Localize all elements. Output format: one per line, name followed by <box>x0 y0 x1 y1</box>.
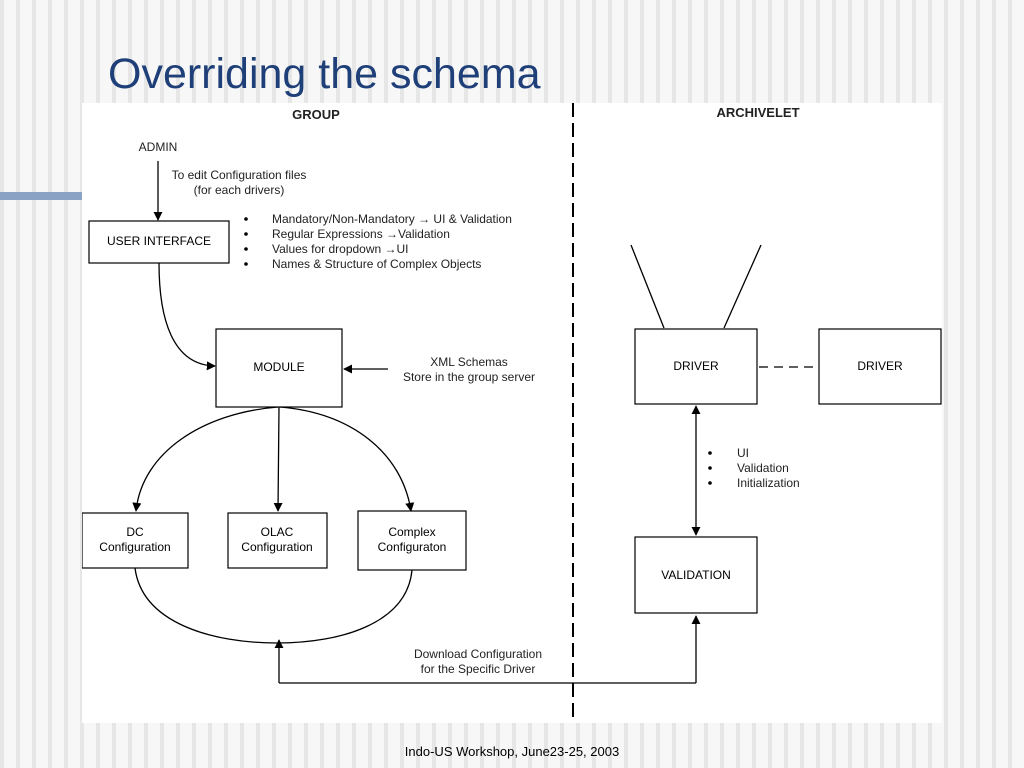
user-interface-label: USER INTERFACE <box>107 234 211 248</box>
olac-config-box <box>227 512 328 569</box>
complex-config-line2: Configuraton <box>378 540 447 554</box>
olac-config-line1: OLAC <box>261 525 294 539</box>
architecture-diagram: GROUP ARCHIVELET ADMIN To edit Configura… <box>82 103 942 723</box>
driver2-label: DRIVER <box>857 359 903 373</box>
ui-to-module-arrow <box>158 262 216 371</box>
download-note-line2: for the Specific Driver <box>421 662 536 676</box>
user-interface-box <box>88 220 230 264</box>
group-header: GROUP <box>292 107 340 122</box>
complex-config-line1: Complex <box>388 525 435 539</box>
ui-bullet-list: Mandatory/Non-Mandatory → UI & Validatio… <box>244 212 512 271</box>
driver-antenna-right <box>723 244 762 329</box>
accent-bar <box>0 192 84 200</box>
driver-label: DRIVER <box>673 359 719 373</box>
driver-bullet-2: Validation <box>737 461 789 475</box>
module-label: MODULE <box>253 360 304 374</box>
bullet-dot <box>708 451 712 455</box>
driver-antenna-left <box>630 244 665 329</box>
bullet-dot <box>244 247 248 251</box>
module-to-complex-arrow <box>279 406 415 512</box>
xml-note-line2: Store in the group server <box>403 370 535 384</box>
validation-label: VALIDATION <box>661 568 731 582</box>
diagram-canvas: GROUP ARCHIVELET ADMIN To edit Configura… <box>82 103 942 723</box>
complex-config-box <box>357 510 467 571</box>
driver2-box <box>818 328 942 405</box>
bullet-dot <box>708 481 712 485</box>
bullet-dot <box>244 217 248 221</box>
driver-bullet-1: UI <box>737 446 749 460</box>
driver-box <box>634 328 758 405</box>
ui-bullet-4: Names & Structure of Complex Objects <box>272 257 481 271</box>
module-to-dc-arrow <box>132 406 279 512</box>
olac-config-line2: Configuration <box>241 540 312 554</box>
edit-note-line1: To edit Configuration files <box>172 168 307 182</box>
slide-footer: Indo-US Workshop, June23-25, 2003 <box>404 744 620 759</box>
driver-bullet-3: Initialization <box>737 476 800 490</box>
dc-config-box <box>82 512 189 569</box>
dc-config-line2: Configuration <box>99 540 170 554</box>
bullet-dot <box>708 466 712 470</box>
bullet-dot <box>244 262 248 266</box>
ui-bullet-3: Values for dropdown →UI <box>272 242 409 256</box>
bullet-dot <box>244 232 248 236</box>
ui-bullet-2: Regular Expressions →Validation <box>272 227 450 241</box>
ui-bullet-1: Mandatory/Non-Mandatory → UI & Validatio… <box>272 212 512 226</box>
module-to-olac-arrow <box>273 406 283 512</box>
driver-bullet-list: UI Validation Initialization <box>708 446 800 490</box>
slide-title: Overriding the schema <box>108 50 541 98</box>
archivelet-header: ARCHIVELET <box>716 105 799 120</box>
configs-merge-curve <box>134 567 413 644</box>
admin-label: ADMIN <box>139 140 178 154</box>
download-note-line1: Download Configuration <box>414 647 542 661</box>
xml-note-line1: XML Schemas <box>430 355 508 369</box>
edit-note-line2: (for each drivers) <box>194 183 285 197</box>
dc-config-line1: DC <box>126 525 144 539</box>
validation-box <box>634 536 758 614</box>
